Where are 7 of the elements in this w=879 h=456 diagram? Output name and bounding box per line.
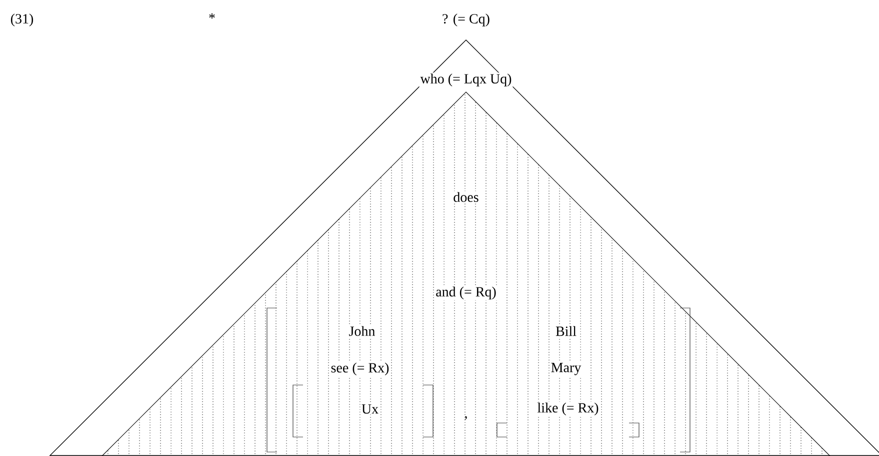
comma: ,: [464, 416, 467, 420]
empty-bracket: [496, 422, 640, 438]
example-number: (31): [10, 14, 34, 26]
bracket: Ux: [292, 384, 434, 438]
node-label: ? (= Cq): [442, 14, 490, 26]
node-label: Ux: [362, 404, 378, 414]
asterisk: *: [209, 13, 215, 19]
